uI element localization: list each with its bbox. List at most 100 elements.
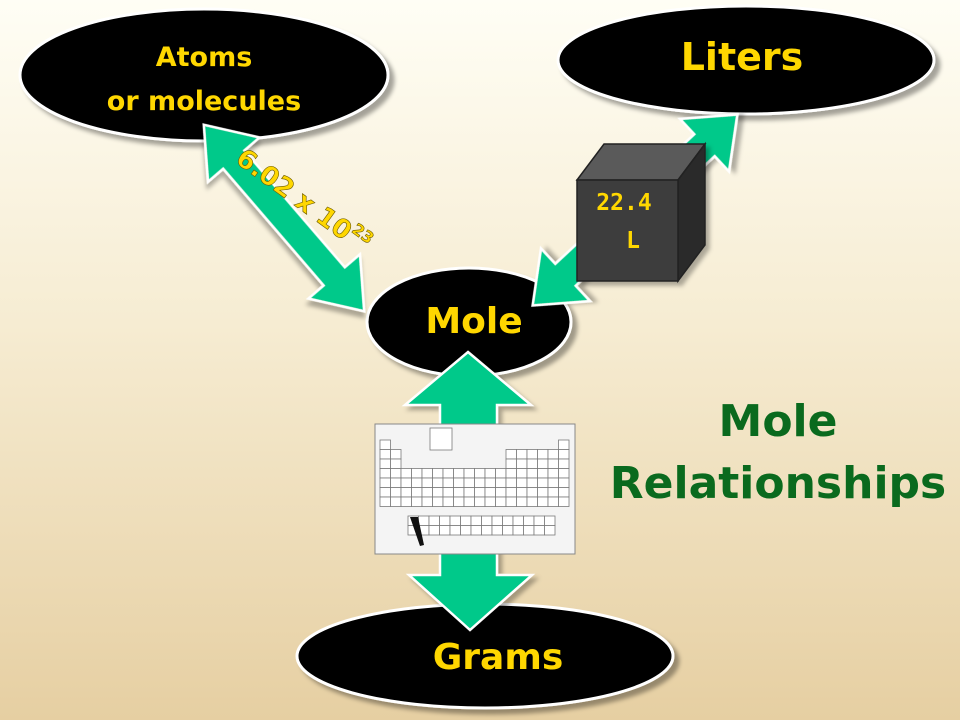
periodic-table-cell <box>505 458 517 469</box>
periodic-table-cell <box>516 449 528 460</box>
periodic-table-cell <box>474 496 486 507</box>
title-line-1: Mole <box>719 396 838 447</box>
periodic-table-cell <box>495 477 507 488</box>
volume-cube <box>575 141 707 284</box>
periodic-table-cell <box>463 477 475 488</box>
periodic-table-cell <box>421 468 433 479</box>
periodic-table-cell <box>547 468 559 479</box>
periodic-table-cell <box>491 515 503 526</box>
periodic-table-cell <box>379 439 391 450</box>
periodic-table-cell <box>502 525 514 536</box>
periodic-table-cell <box>544 515 556 526</box>
periodic-table-cell <box>432 468 444 479</box>
periodic-table-image <box>374 423 576 555</box>
periodic-table-cell <box>505 487 517 498</box>
periodic-table-cell <box>442 496 454 507</box>
periodic-table-cell <box>558 449 570 460</box>
periodic-table-cell <box>547 496 559 507</box>
periodic-table-cell <box>428 515 440 526</box>
periodic-table-cell <box>516 468 528 479</box>
periodic-table-cell <box>400 496 412 507</box>
periodic-table-cell <box>428 525 440 536</box>
periodic-table-cell <box>390 477 402 488</box>
periodic-table-cell <box>379 487 391 498</box>
periodic-table-cell <box>442 468 454 479</box>
periodic-table-cell <box>558 439 570 450</box>
periodic-table-cell <box>390 496 402 507</box>
periodic-table-cell <box>523 515 535 526</box>
periodic-table-cell <box>400 487 412 498</box>
periodic-table-cell <box>495 468 507 479</box>
atoms-label: Atoms <box>156 42 253 73</box>
periodic-table-cell <box>421 477 433 488</box>
periodic-table-cell <box>411 496 423 507</box>
periodic-table-cell <box>400 468 412 479</box>
periodic-table-key <box>429 427 453 451</box>
periodic-table-cell <box>533 515 545 526</box>
grams-label: Grams <box>433 637 564 678</box>
periodic-table-cell <box>558 458 570 469</box>
periodic-table-cell <box>411 477 423 488</box>
periodic-table-cell <box>481 525 493 536</box>
periodic-table-cell <box>390 449 402 460</box>
periodic-table-cell <box>390 458 402 469</box>
periodic-table-cell <box>512 515 524 526</box>
periodic-table-cell <box>523 525 535 536</box>
periodic-table-cell <box>516 496 528 507</box>
periodic-table-cell <box>537 496 549 507</box>
periodic-table-cell <box>558 496 570 507</box>
periodic-table-cell <box>537 477 549 488</box>
periodic-table-cell <box>421 487 433 498</box>
periodic-table-cell <box>411 487 423 498</box>
periodic-table-cell <box>453 468 465 479</box>
periodic-table-cell <box>463 496 475 507</box>
title-line-2: Relationships <box>610 458 946 509</box>
periodic-table-cell <box>439 515 451 526</box>
periodic-table-cell <box>526 468 538 479</box>
periodic-table-cell <box>547 449 559 460</box>
periodic-table-cell <box>484 477 496 488</box>
periodic-table-cell <box>460 525 472 536</box>
periodic-table-cell <box>547 487 559 498</box>
periodic-table-cell <box>537 468 549 479</box>
periodic-table-cell <box>495 487 507 498</box>
liters-label: Liters <box>681 35 804 79</box>
periodic-table-cell <box>453 496 465 507</box>
periodic-table-cell <box>558 477 570 488</box>
periodic-table-cell <box>526 477 538 488</box>
periodic-table-cell <box>442 487 454 498</box>
periodic-table-cell <box>558 487 570 498</box>
periodic-table-cell <box>439 525 451 536</box>
periodic-table-cell <box>526 487 538 498</box>
periodic-table-cell <box>460 515 472 526</box>
periodic-table-cell <box>544 525 556 536</box>
periodic-table-cell <box>463 468 475 479</box>
periodic-table-cell <box>537 458 549 469</box>
periodic-table-cell <box>495 496 507 507</box>
periodic-table-cell <box>516 487 528 498</box>
periodic-table-cell <box>537 487 549 498</box>
periodic-table-cell <box>418 515 430 526</box>
periodic-table-cell <box>516 458 528 469</box>
periodic-table-cell <box>449 515 461 526</box>
avogadro-arrow <box>202 123 366 313</box>
periodic-table-cell <box>390 487 402 498</box>
periodic-table-cell <box>432 487 444 498</box>
molecules-label: or molecules <box>107 86 301 117</box>
periodic-table-cell <box>390 468 402 479</box>
periodic-table-cell <box>537 449 549 460</box>
cube-value: 22.4 <box>596 190 651 216</box>
periodic-table-cell <box>453 477 465 488</box>
periodic-table-cell <box>533 525 545 536</box>
periodic-table-cell <box>526 496 538 507</box>
periodic-table-cell <box>449 525 461 536</box>
atoms-molecules-node <box>18 7 390 143</box>
periodic-table-cell <box>379 449 391 460</box>
periodic-table-cell <box>558 468 570 479</box>
periodic-table-cell <box>526 449 538 460</box>
mole-label: Mole <box>425 301 522 342</box>
periodic-table-cell <box>505 477 517 488</box>
periodic-table-cell <box>474 487 486 498</box>
periodic-table-cell <box>379 458 391 469</box>
